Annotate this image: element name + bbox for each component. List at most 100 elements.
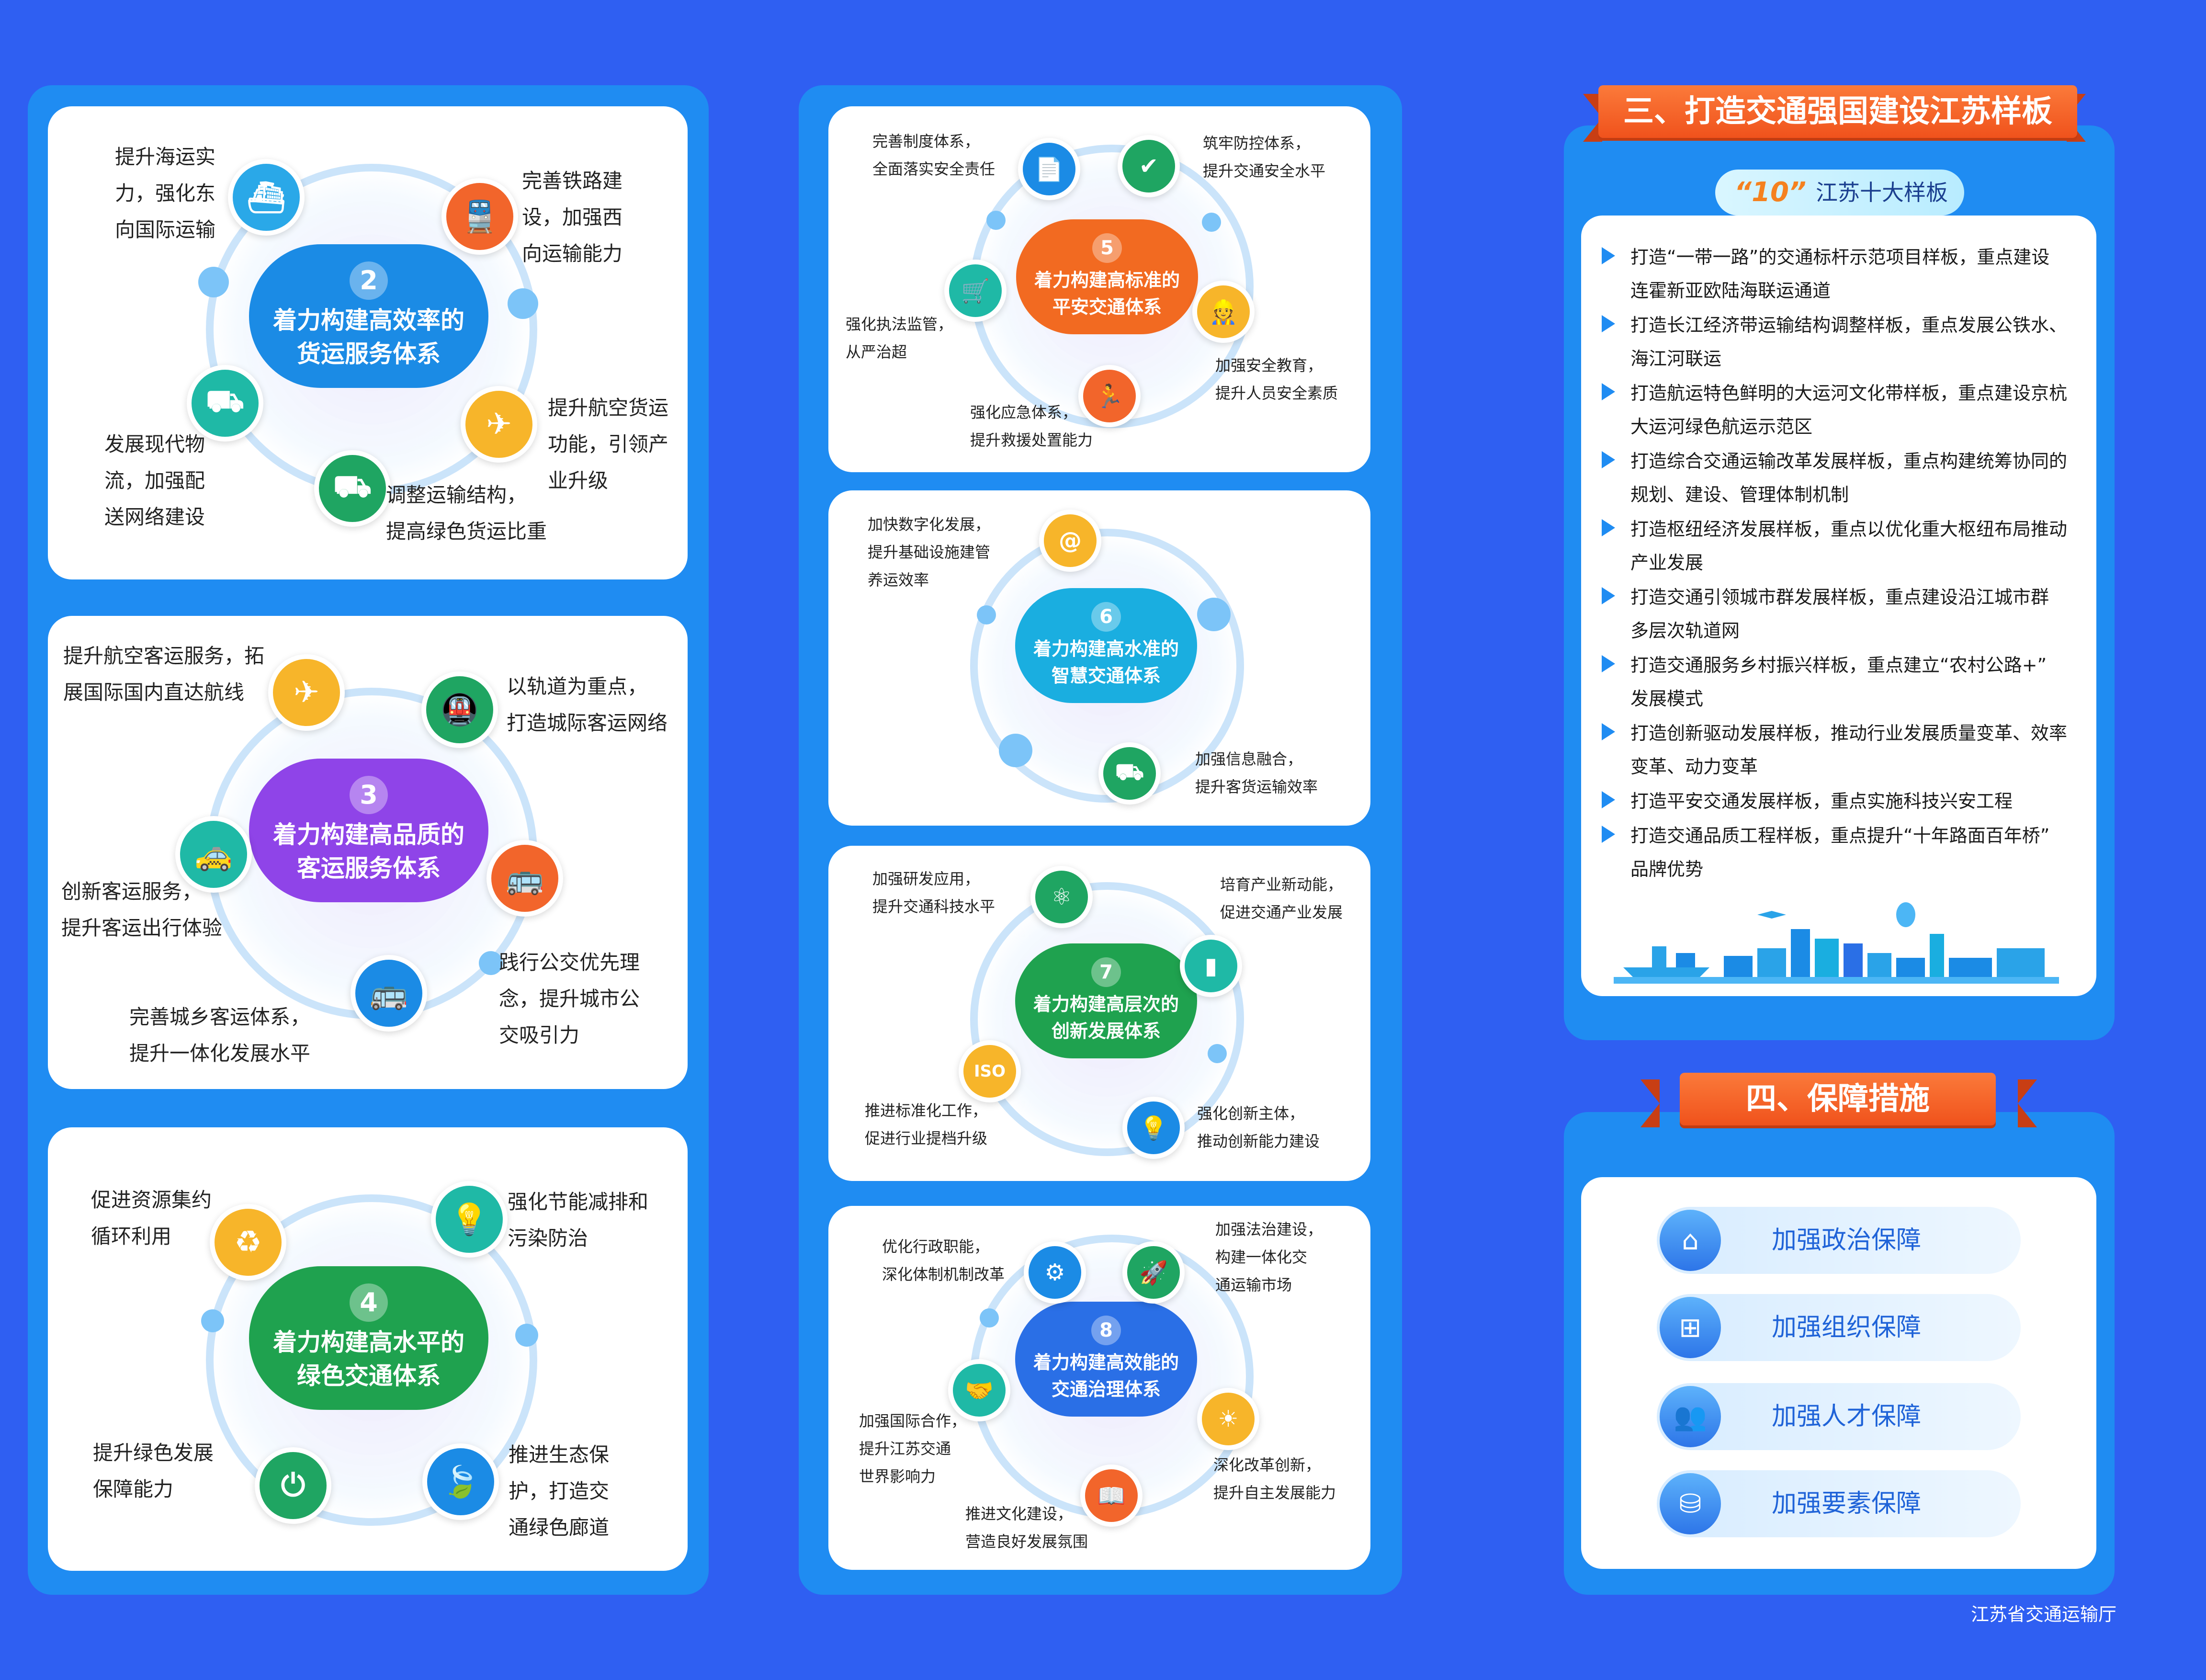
item-line: 筑牢防控体系， [1203, 134, 1311, 152]
system-title-line: 着力构建高水平的 [273, 1328, 464, 1356]
card-freight-system: 2 着力构建高效率的 货运服务体系 ⛴ 🚆 ✈ ⛟ ⛟ 提升海运实 力，强化东 … [48, 106, 688, 579]
sample-item-line: 打造枢纽经济发展样板，重点以优化重大枢纽布局推动 [1630, 519, 2068, 540]
sample-item-line: 打造“一带一路”的交通标杆示范项目样板，重点建设 [1630, 247, 2050, 268]
book-icon: 📖 [1080, 1464, 1143, 1527]
plane-icon: ✈ [268, 654, 345, 731]
item-line: 完善铁路建 [522, 169, 623, 193]
network-node [1208, 1044, 1227, 1063]
item-line: 世界影响力 [859, 1467, 936, 1486]
item-line: 构建一体化交 [1215, 1248, 1308, 1266]
item-line: 提升绿色发展 [93, 1441, 214, 1464]
sample-item-line: 打造交通品质工程样板，重点提升“十年路面百年桥” [1630, 825, 2050, 846]
ship-icon: ⛴ [228, 159, 305, 236]
bullet-triangle-icon [1602, 451, 1615, 468]
sample-item-line: 产业发展 [1630, 552, 1704, 573]
bulb-icon: 💡 [431, 1181, 508, 1258]
item-line: 提升救援处置能力 [970, 431, 1093, 449]
network-node [1202, 213, 1221, 232]
item-label: 推进标准化工作， 促进行业提档升级 [865, 1097, 987, 1152]
bullet-triangle-icon [1602, 826, 1615, 843]
item-label: 强化执法监管， 从严治超 [846, 310, 953, 366]
system-number: 4 [350, 1283, 388, 1322]
item-label: 强化创新主体， 推动创新能力建设 [1197, 1100, 1320, 1155]
item-label: 深化改革创新， 提升自主发展能力 [1213, 1451, 1336, 1507]
shield-icon: ✔ [1118, 135, 1180, 197]
item-label: 调整运输结构， 提高绿色货运比重 [386, 477, 547, 550]
system-number: 5 [1092, 233, 1122, 263]
system-title-line: 创新发展体系 [1051, 1021, 1161, 1042]
item-line: 通运输市场 [1215, 1276, 1292, 1294]
item-label: 促进资源集约 循环利用 [91, 1182, 212, 1255]
section4-title: 四、保障措施 [1680, 1073, 1996, 1125]
sample-item-line: 打造交通引领城市群发展样板，重点建设沿江城市群 [1630, 587, 2049, 608]
plane-icon: ✈ [461, 386, 537, 463]
system-cloud: 8 着力构建高效能的 交通治理体系 [1015, 1302, 1197, 1417]
item-line: 加强信息融合， [1195, 750, 1303, 768]
gear-cycle-icon: ⚙ [1024, 1241, 1086, 1304]
measure-label: 加强人才保障 [1772, 1402, 1922, 1431]
sample-item-line: 海江河联运 [1630, 348, 1722, 369]
sample-item-line: 品牌优势 [1630, 859, 1704, 880]
system-title-line: 智慧交通体系 [1051, 665, 1161, 686]
system-title-line: 交通治理体系 [1051, 1379, 1161, 1400]
item-label: 培育产业新动能， 促进交通产业发展 [1220, 871, 1343, 926]
item-line: 推进生态保 [509, 1443, 610, 1466]
item-line: 从严治超 [846, 343, 907, 361]
metro-icon: 🚇 [421, 671, 498, 748]
system-cloud: 3 着力构建高品质的 客运服务体系 [249, 759, 488, 902]
badge-text: 江苏十大样板 [1816, 180, 1948, 205]
worker-icon: 👷 [1192, 281, 1255, 343]
card-green-system: 4 着力构建高水平的 绿色交通体系 ♻ 💡 ⏻ 🍃 促进资源集约 循环利用 强化… [48, 1127, 688, 1571]
item-line: 养运效率 [868, 571, 929, 589]
item-label: 筑牢防控体系， 提升交通安全水平 [1203, 129, 1325, 185]
item-label: 提升绿色发展 保障能力 [93, 1435, 214, 1508]
network-node [999, 734, 1032, 767]
item-line: 加强国际合作， [859, 1412, 967, 1430]
sample-item-line: 多层次轨道网 [1630, 620, 1740, 641]
sample-item-line: 打造交通服务乡村振兴样板，重点建立“农村公路+” [1630, 655, 2047, 676]
item-line: 向运输能力 [522, 242, 623, 265]
sample-item-line: 打造创新驱动发展样板，推动行业发展质量变革、效率 [1630, 723, 2068, 744]
item-line: 调整运输结构， [386, 483, 527, 507]
ribbon-tail [2018, 1079, 2037, 1127]
system-title-line: 着力构建高效能的 [1033, 1352, 1179, 1373]
item-line: 营造良好发展氛围 [965, 1532, 1088, 1551]
card-smart-system: 6 着力构建高水准的 智慧交通体系 @ ⛟ 加快数字化发展， 提升基础设施建管 … [828, 490, 1370, 826]
item-label: 优化行政职能， 深化体制机制改革 [882, 1233, 1005, 1288]
item-line: 提升交通安全水平 [1203, 162, 1326, 180]
item-line: 提升航空货运 [548, 396, 669, 420]
item-line: 提升海运实 [115, 145, 216, 169]
item-label: 以轨道为重点， 打造城际客运网络 [507, 669, 667, 741]
truck-icon: ⛟ [314, 450, 391, 527]
item-label: 践行公交优先理 念，提升城市公 交吸引力 [499, 944, 640, 1054]
item-label: 完善铁路建 设，加强西 向运输能力 [522, 163, 622, 272]
system-title-line: 着力构建高品质的 [273, 821, 464, 849]
item-line: 提升客运出行体验 [61, 916, 223, 940]
network-node [515, 1324, 538, 1347]
ribbon-tail [1640, 1079, 1660, 1127]
home-icon: ⌂ [1660, 1210, 1721, 1271]
sample-item-line: 打造航运特色鲜明的大运河文化带样板，重点建设京杭 [1630, 383, 2068, 404]
system-title-line: 着力构建高水准的 [1033, 638, 1179, 659]
section3-list-card [1581, 216, 2096, 996]
network-node [986, 211, 1006, 230]
section3-title: 三、打造交通强国建设江苏样板 [1598, 85, 2077, 138]
item-line: 提升客货运输效率 [1195, 778, 1318, 796]
measure-resources: ⛁ 加强要素保障 [1657, 1470, 2021, 1537]
bus-icon: 🚌 [351, 955, 427, 1032]
system-number: 7 [1091, 957, 1121, 987]
system-title-line: 着力构建高效率的 [273, 306, 464, 334]
system-cloud: 4 着力构建高水平的 绿色交通体系 [249, 1266, 488, 1410]
item-line: 推进文化建设， [965, 1505, 1073, 1523]
sample-list-item: 打造交通引领城市群发展样板，重点建设沿江城市群多层次轨道网 [1602, 580, 2124, 647]
rocket-icon: 🚀 [1122, 1241, 1185, 1304]
item-line: 送网络建设 [104, 505, 205, 529]
bullet-triangle-icon [1602, 791, 1615, 808]
plug-icon: ⏻ [255, 1447, 331, 1524]
item-line: 提高绿色货运比重 [386, 520, 547, 543]
taxi-icon: 🚕 [175, 816, 252, 893]
item-label: 发展现代物 流，加强配 送网络建设 [104, 426, 205, 535]
sample-item-line: 打造综合交通运输改革发展样板，重点构建统筹协同的 [1630, 451, 2068, 472]
item-line: 加强研发应用， [872, 870, 980, 888]
item-line: 护，打造交 [509, 1479, 610, 1503]
